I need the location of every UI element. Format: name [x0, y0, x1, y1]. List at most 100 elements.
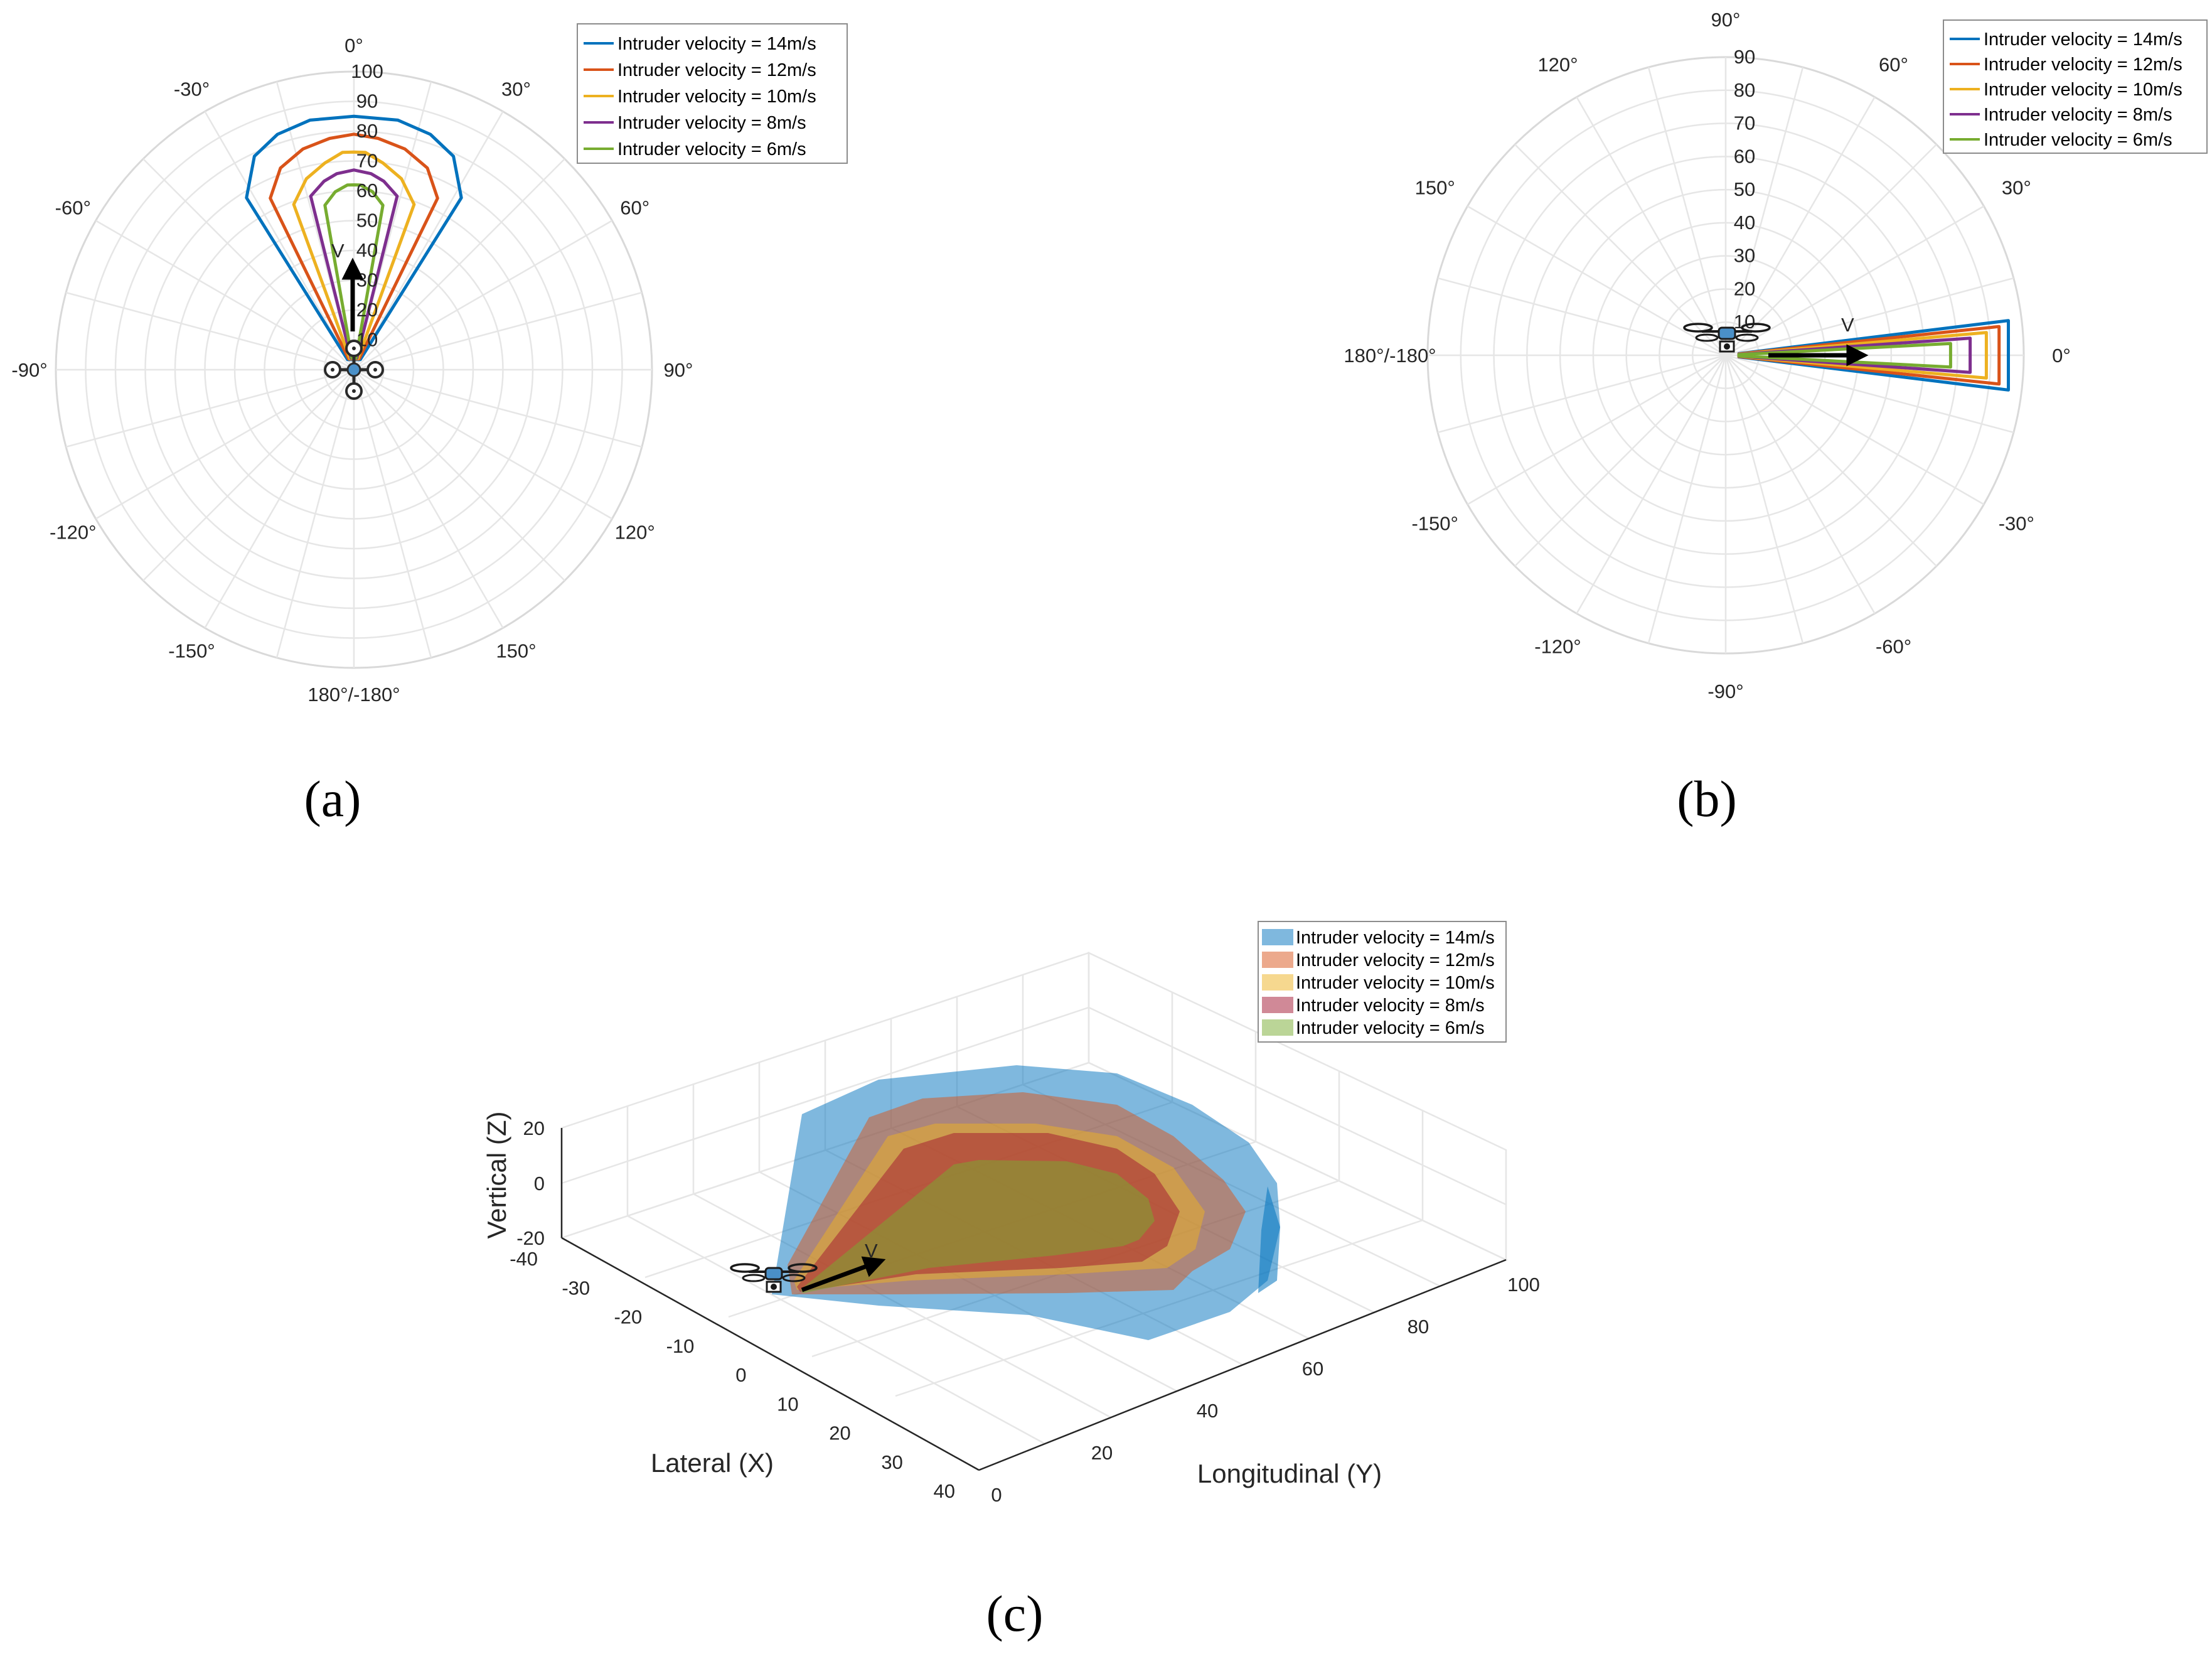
panel-c-legend-label: Intruder velocity = 10m/s	[1296, 973, 1495, 993]
b-radial-tick-label: 30	[1734, 245, 1755, 267]
panel-b-label: (b)	[1677, 770, 1737, 827]
b-angle-tick-label: 180°/-180°	[1344, 345, 1436, 367]
b-grid-spoke	[1724, 67, 1804, 356]
b-legend-label: Intruder velocity = 14m/s	[1984, 30, 2183, 50]
b-grid-spoke	[1576, 355, 1727, 614]
a-grid-spoke	[65, 368, 355, 448]
a-radial-tick-label: 40	[356, 239, 378, 261]
a-grid-spoke	[353, 369, 504, 628]
panel-c-surface-6ms	[800, 1160, 1155, 1293]
b-angle-tick-label: -90°	[1707, 680, 1743, 702]
panel-c-x-tick-label: 0	[735, 1364, 746, 1386]
panel-c-legend-label: Intruder velocity = 14m/s	[1296, 928, 1495, 948]
panel-c-x-tick-label: -20	[614, 1306, 642, 1328]
panel-b-polar-grid	[1426, 56, 2025, 655]
b-grid-spoke	[1467, 205, 1726, 357]
a-angle-tick-label: 60°	[620, 197, 649, 219]
a-grid-spoke	[353, 368, 643, 448]
a-radial-tick-label: 70	[356, 150, 378, 172]
b-legend-label: Intruder velocity = 8m/s	[1984, 105, 2172, 125]
a-angle-tick-label: 0°	[345, 35, 363, 56]
a-angle-tick-label: -90°	[11, 359, 47, 381]
panel-c-x-axis-title: Lateral (X)	[651, 1448, 774, 1478]
b-angle-tick-label: -30°	[1999, 513, 2034, 535]
b-radial-tick-label: 50	[1734, 178, 1755, 200]
b-grid-spoke	[1724, 97, 1876, 356]
b-angle-tick-label: -60°	[1876, 635, 1911, 657]
panel-a-label: (a)	[304, 770, 361, 827]
a-legend-box	[577, 23, 848, 164]
b-grid-spoke	[1647, 355, 1727, 644]
panel-c-z-tick-label: 20	[523, 1117, 545, 1139]
panel-c-y-axis-title: Longitudinal (Y)	[1197, 1459, 1382, 1488]
panel-c-y-tick-label: 0	[991, 1484, 1002, 1506]
b-legend-box	[1943, 19, 2208, 154]
b-angle-tick-label: 90°	[1711, 9, 1741, 31]
a-grid-spoke	[353, 369, 565, 581]
panel-c-surfaces	[772, 1065, 1280, 1340]
b-radial-tick-label: 20	[1734, 277, 1755, 299]
panel-b-angle-ticks: 0°30°60°90°120°150°180°/-180°-150°-120°-…	[1344, 9, 2070, 702]
b-legend-label: Intruder velocity = 6m/s	[1984, 130, 2172, 150]
a-grid-spoke	[142, 369, 355, 581]
a-grid-spoke	[353, 369, 432, 658]
a-radial-tick-label: 100	[351, 60, 383, 82]
b-radial-tick-label: 80	[1734, 79, 1755, 101]
panel-c-x-tick-label: -40	[510, 1248, 538, 1270]
panel-c-label: (c)	[986, 1585, 1043, 1642]
b-angle-tick-label: 60°	[1879, 54, 1908, 76]
b-angle-tick-label: 120°	[1537, 54, 1578, 76]
panel-c-x-tick-label: 40	[934, 1480, 955, 1502]
b-angle-tick-label: 30°	[2002, 177, 2031, 199]
panel-c-x-tick-label: 10	[777, 1393, 798, 1415]
b-series-line-4	[1737, 341, 1952, 369]
b-grid-spoke	[1725, 354, 1984, 505]
panel-c-y-tick-label: 60	[1302, 1358, 1323, 1380]
panel-c-y-tick-label: 20	[1091, 1442, 1113, 1464]
b-grid-spoke	[1725, 144, 1937, 356]
a-grid-spoke	[353, 368, 612, 520]
panel-c-legend-swatch	[1262, 1019, 1293, 1036]
panel-c-y-tick-label: 40	[1197, 1400, 1218, 1422]
b-grid-spoke	[1437, 277, 1726, 357]
b-grid-spoke	[1647, 67, 1727, 356]
a-angle-tick-label: -60°	[55, 197, 91, 219]
a-radial-tick-label: 50	[356, 210, 378, 232]
b-grid-spoke	[1725, 205, 1984, 357]
panel-c-x-tick-label: -30	[562, 1277, 590, 1299]
b-angle-tick-label: -120°	[1534, 635, 1581, 657]
panel-c-z-axis-title: Vertical (Z)	[482, 1111, 511, 1238]
a-grid-spoke	[353, 291, 643, 371]
panel-c-axes	[560, 1128, 1507, 1471]
a-radial-tick-label: 80	[356, 120, 378, 142]
a-grid-spoke	[65, 291, 355, 371]
panel-c-surface-14ms-edge	[1258, 1186, 1280, 1293]
panel-c-legend-swatch	[1262, 997, 1293, 1013]
b-grid-spoke	[1725, 277, 2014, 357]
a-angle-tick-label: 180°/-180°	[307, 684, 400, 706]
panel-c-legend-label: Intruder velocity = 8m/s	[1296, 996, 1485, 1016]
a-legend-label: Intruder velocity = 6m/s	[617, 139, 806, 159]
b-radial-tick-label: 90	[1734, 46, 1755, 68]
b-angle-tick-label: 0°	[2052, 345, 2071, 367]
panel-a-angle-ticks: 0°30°60°90°120°150°180°/-180°-150°-120°-…	[11, 35, 693, 706]
panel-c-velocity-arrow	[801, 1256, 886, 1292]
a-angle-tick-label: -30°	[174, 78, 210, 100]
panel-c-z-tick-label: 0	[534, 1173, 545, 1195]
panel-c-legend-swatch	[1262, 974, 1293, 991]
a-radial-tick-label: 90	[356, 90, 378, 112]
a-angle-tick-label: 150°	[496, 640, 536, 662]
a-grid-spoke	[142, 158, 355, 370]
b-grid-spoke	[1437, 354, 1726, 434]
b-grid-spoke	[1724, 355, 1876, 614]
a-angle-tick-label: -120°	[50, 522, 96, 544]
b-grid-spoke	[1725, 355, 1937, 567]
b-grid-spoke	[1514, 355, 1726, 567]
